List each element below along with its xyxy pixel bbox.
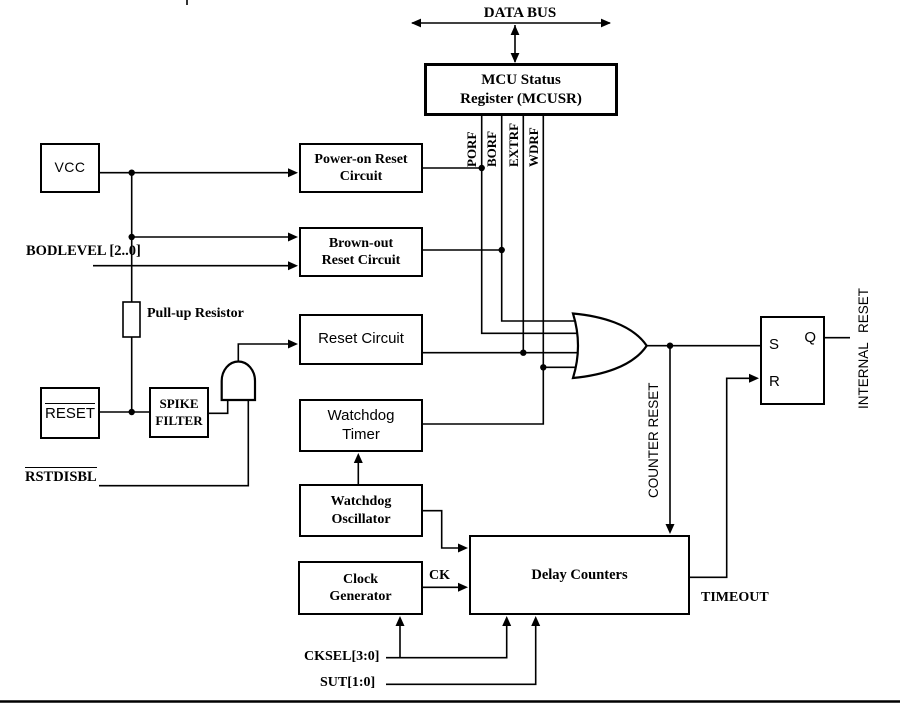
arrow-up bbox=[510, 25, 520, 35]
brown-out-line2: Reset Circuit bbox=[321, 253, 401, 268]
reset-and-gate bbox=[220, 360, 257, 402]
arrow-counter-reset-in bbox=[665, 524, 675, 534]
arrow-left bbox=[411, 18, 421, 28]
delay-counters-block: Delay Counters bbox=[469, 535, 690, 615]
watchdog-osc-line1: Watchdog bbox=[330, 494, 392, 509]
clock-gen-line2: Generator bbox=[329, 589, 392, 604]
latch-r-input-label: R bbox=[769, 373, 780, 390]
pull-up-resistor-symbol bbox=[122, 301, 141, 338]
watchdog-timer-line1: Watchdog bbox=[327, 406, 395, 424]
clock-generator-block: Clock Generator bbox=[298, 561, 423, 615]
brown-out-reset-block: Brown-out Reset Circuit bbox=[299, 227, 423, 277]
borf-flag-label: BORF bbox=[484, 130, 499, 167]
power-on-line1: Power-on Reset bbox=[314, 151, 408, 167]
clock-gen-line1: Clock bbox=[343, 571, 378, 587]
data-bus-wire bbox=[412, 22, 610, 62]
spike-filter-line1: SPIKE bbox=[159, 396, 199, 412]
data-bus-label: DATA BUS bbox=[483, 5, 557, 21]
arrow-sut-delay bbox=[531, 616, 541, 626]
arrow-brown-out-in1 bbox=[288, 232, 298, 242]
reset-pin-label: RESET bbox=[44, 402, 95, 422]
watchdog-oscillator-block: Watchdog Oscillator bbox=[299, 484, 423, 537]
spike-filter-block: SPIKE FILTER bbox=[149, 387, 209, 438]
arrow-cksel-delay bbox=[502, 616, 512, 626]
watchdog-osc-line2: Oscillator bbox=[331, 511, 391, 527]
arrow-watchdog-timer-in bbox=[353, 453, 363, 463]
sut-wire bbox=[386, 625, 537, 686]
extrf-flag-label: EXTRF bbox=[506, 122, 521, 167]
reset-or-gate bbox=[571, 312, 649, 380]
wires bbox=[93, 0, 850, 686]
rstdisbl-wire bbox=[99, 400, 250, 487]
power-on-reset-block: Power-on Reset Circuit bbox=[299, 143, 423, 193]
arrow-delay-osc-in bbox=[458, 543, 468, 553]
watchdog-timer-block: Watchdog Timer bbox=[299, 399, 423, 452]
arrow-timeout-r-in bbox=[749, 373, 759, 383]
vcc-wire bbox=[100, 171, 289, 412]
arrowheads bbox=[288, 18, 759, 626]
rstdisbl-text: RSTDISBL bbox=[25, 467, 97, 485]
arrow-brown-out-in2 bbox=[288, 261, 298, 271]
reset-gate-out-wire bbox=[237, 343, 289, 362]
mcusr-line1: MCU Status bbox=[481, 71, 561, 88]
sr-latch-block: S R Q bbox=[760, 316, 825, 405]
porf-wire bbox=[480, 116, 588, 335]
bodlevel-label: BODLEVEL [2..0] bbox=[26, 243, 141, 259]
delay-counters-label: Delay Counters bbox=[531, 566, 628, 583]
watchdog-osc-out-wire bbox=[423, 509, 461, 549]
latch-s-input-label: S bbox=[769, 336, 780, 353]
ck-signal-label: CK bbox=[429, 568, 450, 583]
arrow-delay-ck-in bbox=[458, 582, 468, 592]
arrow-right bbox=[601, 18, 611, 28]
vcc-block: VCC bbox=[40, 143, 100, 193]
arrow-down bbox=[510, 53, 520, 63]
rstdisbl-label: RSTDISBL bbox=[25, 467, 97, 486]
arrow-cksel-clockgen bbox=[395, 616, 405, 626]
porf-flag-label: PORF bbox=[464, 131, 479, 167]
timeout-label: TIMEOUT bbox=[701, 590, 769, 605]
reset-pin-block: RESET bbox=[40, 387, 100, 439]
wdrf-flag-label: WDRF bbox=[526, 127, 541, 167]
arrow-reset-circuit-in bbox=[288, 339, 298, 349]
reset-circuit-label: Reset Circuit bbox=[318, 330, 404, 348]
watchdog-timer-out-wire bbox=[423, 366, 590, 425]
cksel-label: CKSEL[3:0] bbox=[304, 649, 380, 664]
sut-label: SUT[1:0] bbox=[320, 675, 376, 690]
mcusr-line2: Register (MCUSR) bbox=[460, 90, 582, 107]
watchdog-timer-line2: Timer bbox=[342, 425, 380, 443]
power-on-line2: Circuit bbox=[339, 169, 383, 184]
spike-filter-out-wire bbox=[209, 400, 229, 415]
brown-out-line1: Brown-out bbox=[328, 235, 394, 251]
arrow-power-on-in bbox=[288, 168, 298, 178]
cksel-wire bbox=[386, 625, 508, 659]
junction-dots bbox=[128, 164, 674, 416]
internal-reset-label: INTERNAL RESET bbox=[856, 287, 871, 409]
reset-circuit-block: Reset Circuit bbox=[299, 314, 423, 365]
latch-q-output-label: Q bbox=[804, 329, 816, 346]
pull-up-resistor-label: Pull-up Resistor bbox=[147, 306, 244, 321]
vcc-label: VCC bbox=[54, 159, 86, 176]
borf-wire bbox=[500, 116, 590, 322]
timeout-wire bbox=[690, 377, 750, 579]
spike-filter-line2: FILTER bbox=[155, 412, 203, 428]
counter-reset-label: COUNTER RESET bbox=[646, 382, 661, 498]
mcusr-register-block: MCU Status Register (MCUSR) bbox=[424, 63, 618, 116]
